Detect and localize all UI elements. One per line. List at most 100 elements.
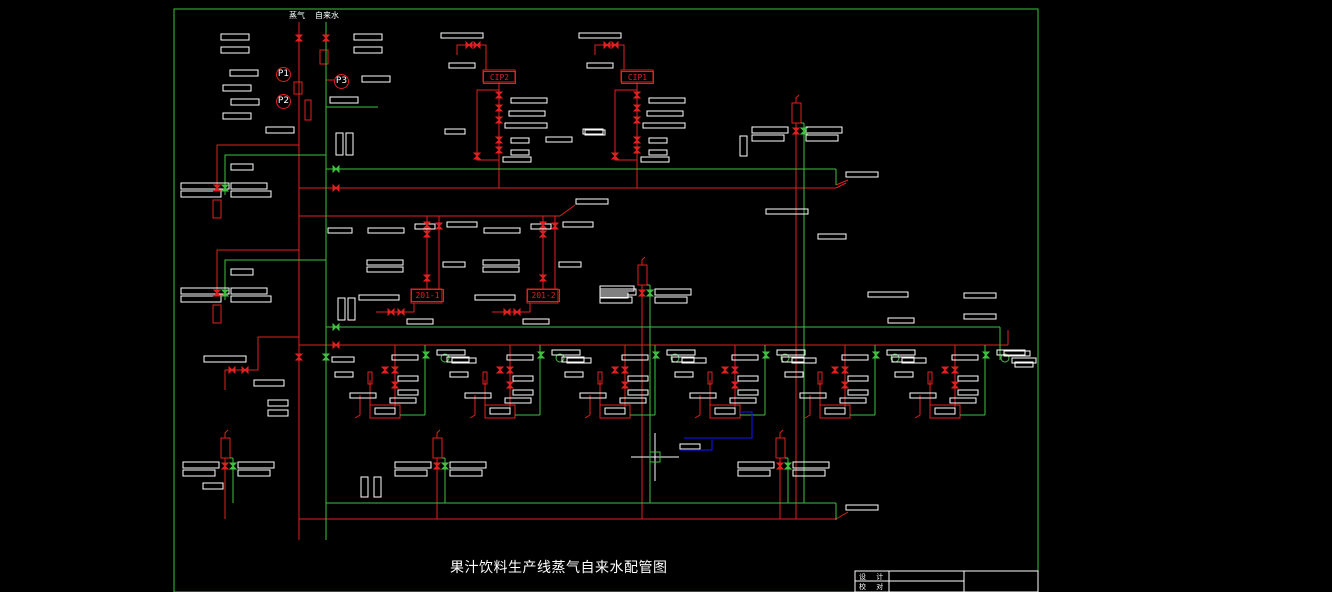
unit-base-icon bbox=[484, 404, 516, 419]
pipe-run bbox=[224, 429, 229, 438]
pipe-run bbox=[224, 154, 326, 195]
annotation-box bbox=[599, 296, 633, 304]
annotation-box bbox=[824, 407, 846, 415]
annotation-box bbox=[512, 375, 534, 382]
valve-icon bbox=[783, 462, 793, 470]
valve-icon bbox=[840, 366, 850, 374]
annotation-box bbox=[737, 469, 771, 477]
thermometer-icon bbox=[482, 371, 488, 385]
annotation-box bbox=[731, 354, 759, 361]
unit-base-icon bbox=[599, 404, 631, 419]
annotation-box bbox=[510, 149, 530, 156]
steam-lines bbox=[212, 22, 1009, 540]
valve-icon bbox=[620, 381, 630, 389]
thermometer-icon bbox=[707, 371, 713, 385]
annotation-box bbox=[621, 354, 649, 361]
annotation-box bbox=[331, 356, 355, 363]
valve-symbols bbox=[212, 34, 991, 470]
annotation-box bbox=[230, 268, 254, 276]
pipe-run bbox=[224, 259, 326, 300]
annotation-box bbox=[448, 62, 476, 69]
pipe-run bbox=[641, 256, 646, 265]
annotation-box bbox=[792, 461, 830, 469]
heat-exchanger-icon bbox=[220, 437, 231, 459]
valve-icon bbox=[422, 221, 432, 229]
annotation-box bbox=[671, 356, 695, 363]
annotation-box bbox=[406, 318, 434, 325]
annotation-box bbox=[737, 375, 759, 382]
annotation-box bbox=[599, 292, 629, 299]
valve-icon bbox=[390, 366, 400, 374]
valve-icon bbox=[830, 366, 840, 374]
pressure-gauge-p1: P1 bbox=[276, 67, 291, 82]
annotation-box bbox=[599, 285, 635, 292]
valve-icon bbox=[950, 381, 960, 389]
valve-icon bbox=[632, 146, 642, 154]
valve-icon bbox=[610, 152, 620, 160]
annotation-box bbox=[446, 356, 470, 363]
valve-icon bbox=[645, 289, 655, 297]
pipe-run bbox=[492, 303, 531, 313]
pipe-run bbox=[224, 369, 240, 390]
valve-icon bbox=[505, 366, 515, 374]
annotation-box bbox=[739, 135, 748, 157]
valve-icon bbox=[212, 289, 222, 297]
annotation-box bbox=[996, 349, 1026, 356]
annotation-box bbox=[389, 397, 417, 404]
annotation-box bbox=[847, 389, 869, 396]
annotation-box bbox=[642, 122, 686, 129]
annotation-box bbox=[449, 461, 487, 469]
valve-icon bbox=[538, 274, 548, 282]
valve-icon bbox=[321, 353, 331, 361]
valve-icon bbox=[871, 351, 881, 359]
pipe-segment bbox=[559, 204, 576, 217]
annotation-box bbox=[220, 33, 250, 41]
water-lines bbox=[224, 22, 1010, 540]
valve-icon bbox=[730, 366, 740, 374]
valve-icon bbox=[799, 127, 809, 135]
pipe-run bbox=[795, 94, 800, 103]
valve-icon bbox=[720, 366, 730, 374]
valve-icon bbox=[981, 351, 991, 359]
annotation-box bbox=[781, 356, 805, 363]
annotation-box bbox=[394, 469, 428, 477]
thermometer-icon bbox=[927, 371, 933, 385]
annotation-box bbox=[444, 128, 466, 135]
valve-icon bbox=[228, 365, 236, 375]
annotation-box bbox=[957, 389, 979, 396]
annotation-box bbox=[679, 443, 701, 450]
annotation-box bbox=[551, 349, 581, 356]
flow-meter-icon bbox=[1000, 353, 1010, 363]
annotation-box bbox=[366, 259, 404, 266]
valve-icon bbox=[494, 116, 504, 124]
heat-exchanger-icon bbox=[637, 264, 648, 286]
valve-icon bbox=[538, 230, 548, 238]
unit-base-icon bbox=[929, 404, 961, 419]
annotation-box bbox=[784, 371, 804, 378]
heat-exchanger-icon bbox=[775, 437, 786, 459]
annotation-box bbox=[489, 407, 511, 415]
annotation-box bbox=[222, 84, 252, 92]
annotation-box bbox=[394, 461, 432, 469]
valve-icon bbox=[332, 322, 340, 332]
annotation-box bbox=[934, 407, 956, 415]
annotation-box bbox=[799, 392, 827, 399]
annotation-box bbox=[654, 288, 692, 296]
annotation-box bbox=[502, 156, 532, 163]
annotation-box bbox=[451, 357, 477, 364]
valve-icon bbox=[440, 462, 450, 470]
steam-trap-icon bbox=[304, 99, 312, 121]
annotation-box bbox=[329, 96, 359, 104]
drawing-frame bbox=[173, 8, 1039, 592]
annotation-box bbox=[391, 354, 419, 361]
pipe-run bbox=[240, 336, 299, 371]
annotation-box bbox=[374, 407, 396, 415]
blue-line bbox=[680, 411, 753, 451]
annotation-box bbox=[180, 287, 230, 295]
valve-icon bbox=[387, 307, 395, 317]
annotation-box bbox=[180, 295, 222, 303]
pressure-reducer-icon bbox=[293, 81, 303, 95]
annotation-box bbox=[674, 371, 694, 378]
annotation-box bbox=[545, 136, 573, 143]
annotation-box bbox=[482, 266, 520, 273]
